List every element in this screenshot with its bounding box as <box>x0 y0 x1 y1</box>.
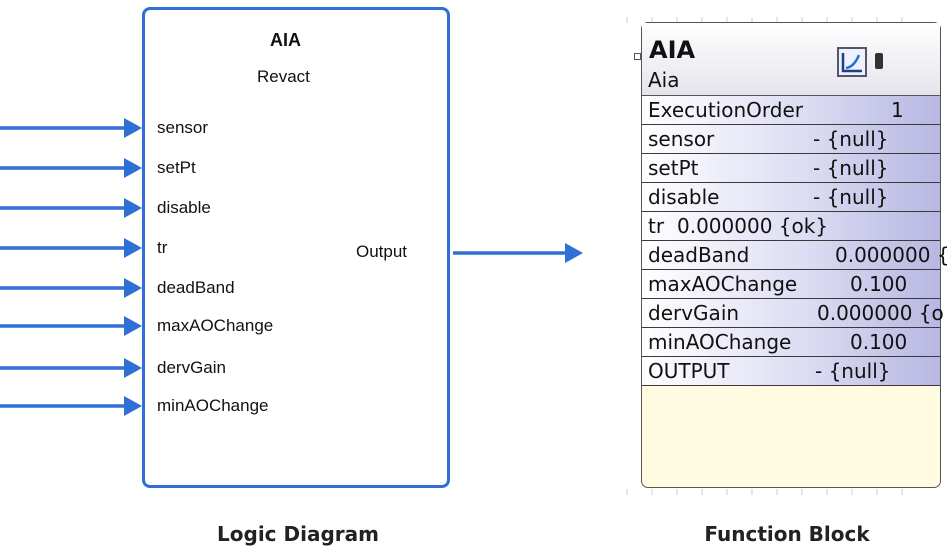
slot-row[interactable]: setPt - {null} <box>642 154 940 183</box>
slot-name: disable <box>648 185 720 209</box>
slot-row[interactable]: dervGain 0.000000 {o <box>642 299 944 328</box>
function-block-slots: ExecutionOrder 1 sensor - {null} setPt - {nul… <box>642 96 950 386</box>
slot-value: 0.000000 {ok} <box>677 214 829 238</box>
chart-icon <box>837 47 867 77</box>
link-pin[interactable] <box>634 53 641 60</box>
slot-name: deadBand <box>648 243 750 267</box>
slot-value: - {null} <box>813 185 889 209</box>
slot-row[interactable]: ExecutionOrder 1 <box>642 96 940 125</box>
logic-output-label: Output <box>356 242 408 261</box>
logic-block <box>142 7 450 488</box>
slot-value: 0.100 <box>850 330 908 354</box>
logic-input-label: setPt <box>157 158 196 177</box>
slot-name: minAOChange <box>648 330 792 354</box>
slot-row[interactable]: tr 0.000000 {ok} <box>642 212 940 241</box>
input-arrow <box>0 118 142 138</box>
input-arrow <box>0 158 142 178</box>
logic-input-label: disable <box>157 198 211 217</box>
output-arrow <box>453 243 583 263</box>
input-arrow <box>0 278 142 298</box>
slot-row[interactable]: OUTPUT - {null} <box>642 357 940 386</box>
logic-input-label: minAOChange <box>157 396 269 415</box>
slot-row[interactable]: sensor - {null} <box>642 125 940 154</box>
slot-row[interactable]: maxAOChange 0.100 <box>642 270 940 299</box>
function-block-title: AIA <box>649 36 696 64</box>
status-icon <box>875 53 883 69</box>
function-block-subtitle: Aia <box>648 68 680 92</box>
function-block-caption: Function Block <box>704 522 870 546</box>
slot-name: tr <box>648 214 665 238</box>
input-arrow <box>0 238 142 258</box>
slot-value: 0.100 <box>850 272 908 296</box>
logic-arrows <box>0 118 583 416</box>
slot-name: setPt <box>648 156 699 180</box>
slot-name: sensor <box>648 127 715 151</box>
slot-name: ExecutionOrder <box>648 98 803 122</box>
slot-value: - {null} <box>813 127 889 151</box>
slot-value: 1 <box>891 98 904 122</box>
slot-value: 0.000000 {o <box>817 301 944 325</box>
slot-name: maxAOChange <box>648 272 798 296</box>
logic-input-label: sensor <box>157 118 209 137</box>
logic-input-label: maxAOChange <box>157 316 274 335</box>
slot-value: 0.000000 { <box>835 243 950 267</box>
slot-value: - {null} <box>813 156 889 180</box>
function-block-header[interactable]: AIA Aia <box>642 23 940 96</box>
logic-diagram-caption: Logic Diagram <box>217 522 379 546</box>
logic-block-title: AIA <box>270 30 301 50</box>
slot-row[interactable]: deadBand 0.000000 { <box>642 241 950 270</box>
logic-input-label: deadBand <box>157 278 235 297</box>
input-arrow <box>0 198 142 218</box>
slot-value: - {null} <box>815 359 891 383</box>
slot-name: dervGain <box>648 301 740 325</box>
logic-input-label: tr <box>157 238 168 257</box>
slot-row[interactable]: disable - {null} <box>642 183 940 212</box>
logic-input-label: dervGain <box>157 358 226 377</box>
input-arrow <box>0 358 142 378</box>
logic-block-subtitle: Revact <box>257 67 310 86</box>
input-arrow <box>0 316 142 336</box>
slot-name: OUTPUT <box>648 359 730 383</box>
slot-row[interactable]: minAOChange 0.100 <box>642 328 940 357</box>
input-arrow <box>0 396 142 416</box>
